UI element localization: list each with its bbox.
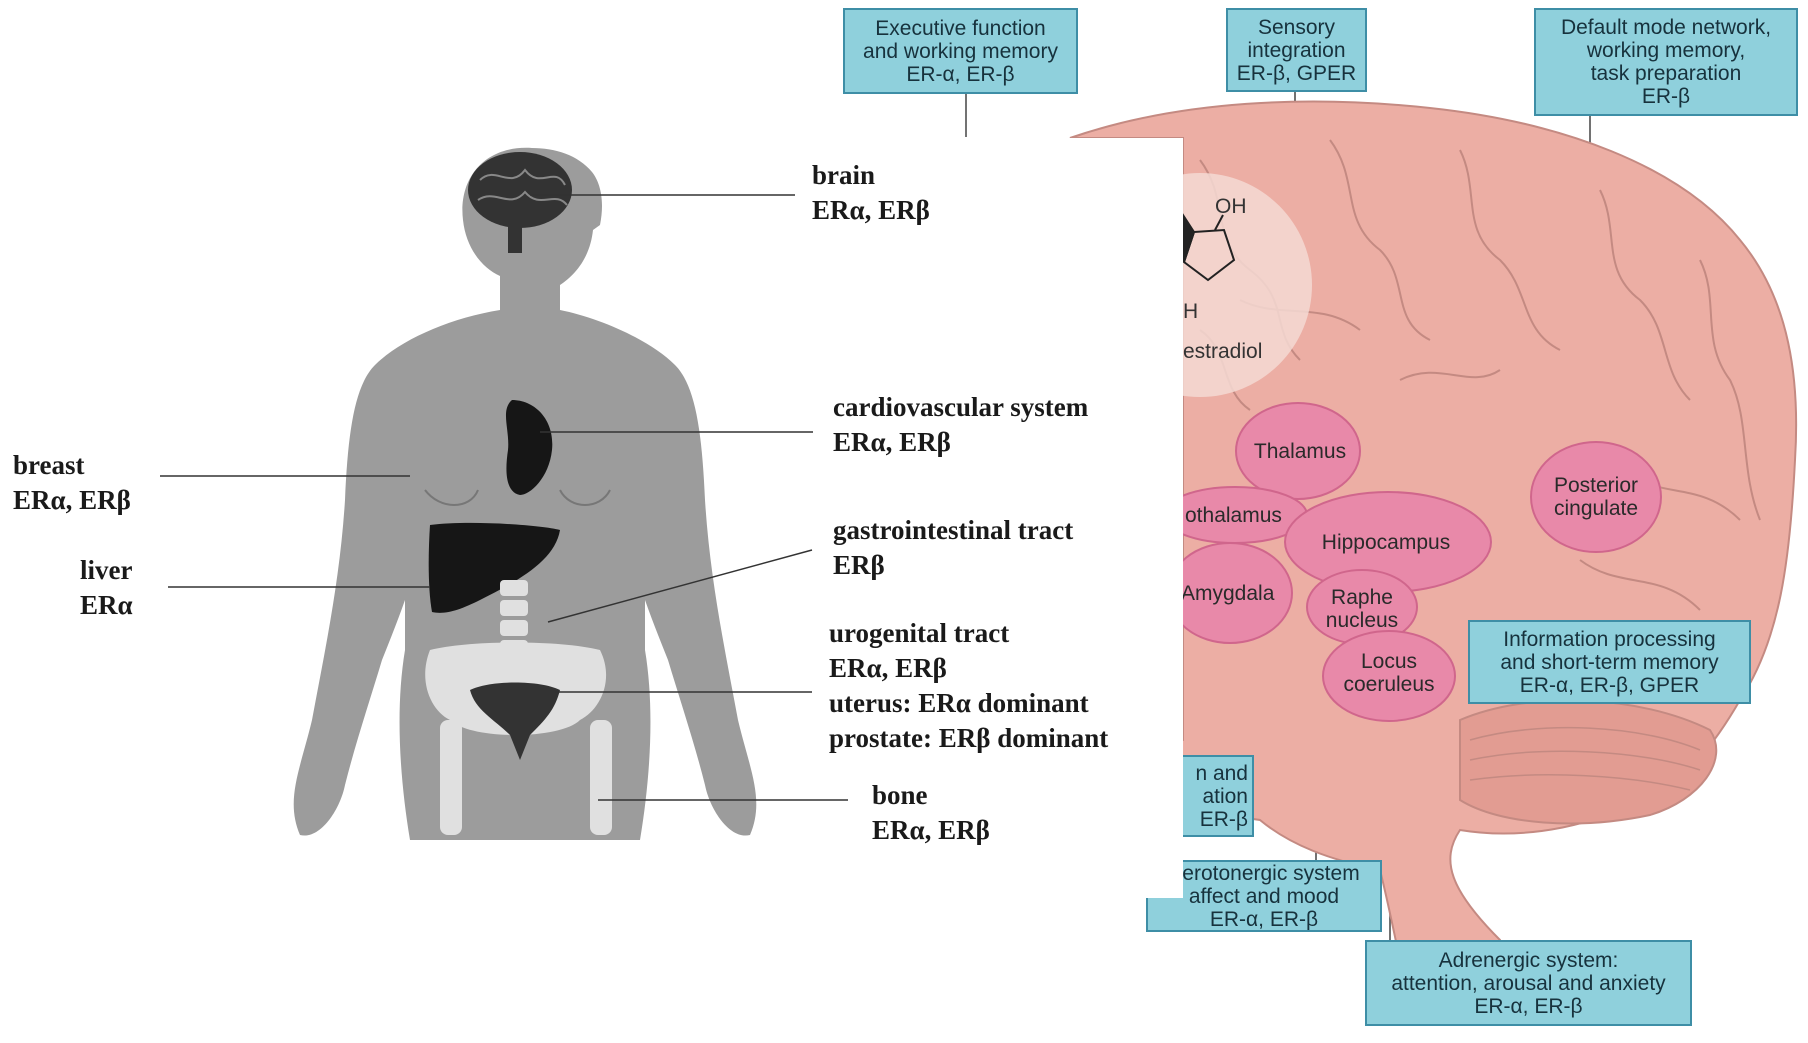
label-urogenital: urogenital tract ERα, ERβ uterus: ERα do… xyxy=(829,616,1108,756)
label-urogenital-title: urogenital tract xyxy=(829,616,1108,651)
label-brain: brain ERα, ERβ xyxy=(812,158,930,228)
label-bone: bone ERα, ERβ xyxy=(872,778,990,848)
thalamus-label: Thalamus xyxy=(1254,440,1346,463)
raphe-label-line2: nucleus xyxy=(1326,609,1398,632)
callout-sensory-line3: ER-β, GPER xyxy=(1232,62,1361,85)
callout-emotion-line2: ation xyxy=(1202,785,1248,808)
callout-executive: Executive function and working memory ER… xyxy=(843,8,1078,94)
label-gastrointestinal: gastrointestinal tract ERβ xyxy=(833,513,1073,583)
label-cardio-title: cardiovascular system xyxy=(833,390,1088,425)
callout-sensory: Sensory integration ER-β, GPER xyxy=(1226,8,1367,92)
callout-adrenergic-line1: Adrenergic system: xyxy=(1371,949,1686,972)
callout-emotion-line3: ER-β xyxy=(1200,808,1248,831)
cerebellum xyxy=(1460,700,1716,823)
label-brain-title: brain xyxy=(812,158,930,193)
amygdala-label: Amygdala xyxy=(1181,582,1275,605)
callout-sensory-line2: integration xyxy=(1232,39,1361,62)
label-gi-receptors: ERβ xyxy=(833,548,1073,583)
callout-serotonergic-line1: Serotonergic system xyxy=(1152,862,1376,885)
label-liver-receptors: ERα xyxy=(80,588,133,623)
callout-default-line3: task preparation xyxy=(1540,62,1792,85)
callout-info-line3: ER-α, ER-β, GPER xyxy=(1474,674,1745,697)
callout-adrenergic: Adrenergic system: attention, arousal an… xyxy=(1365,940,1692,1026)
callout-adrenergic-line2: attention, arousal and anxiety xyxy=(1371,972,1686,995)
posterior-label-line1: Posterior xyxy=(1554,474,1638,497)
callout-sensory-line1: Sensory xyxy=(1232,16,1361,39)
label-prostate-dominance: prostate: ERβ dominant xyxy=(829,721,1108,756)
callout-info-line1: Information processing xyxy=(1474,628,1745,651)
callout-serotonergic-line2: affect and mood xyxy=(1152,885,1376,908)
label-breast-receptors: ERα, ERβ xyxy=(13,483,131,518)
label-breast-title: breast xyxy=(13,448,131,483)
estradiol-oh-label: OH xyxy=(1215,195,1247,218)
label-bone-title: bone xyxy=(872,778,990,813)
callout-default-mode: Default mode network, working memory, ta… xyxy=(1534,8,1798,116)
label-liver-title: liver xyxy=(80,553,133,588)
label-gi-title: gastrointestinal tract xyxy=(833,513,1073,548)
callout-default-line1: Default mode network, xyxy=(1540,16,1792,39)
label-urogenital-receptors: ERα, ERβ xyxy=(829,651,1108,686)
label-uterus-dominance: uterus: ERα dominant xyxy=(829,686,1108,721)
body-receptor-figure: brain ERα, ERβ cardiovascular system ERα… xyxy=(0,138,1183,898)
callout-executive-line1: Executive function xyxy=(849,17,1072,40)
label-brain-receptors: ERα, ERβ xyxy=(812,193,930,228)
raphe-label-line1: Raphe xyxy=(1331,586,1393,609)
callout-emotion-line1: n and xyxy=(1195,762,1248,785)
callout-info-processing: Information processing and short-term me… xyxy=(1468,620,1751,704)
estradiol-h-label: H xyxy=(1183,300,1198,323)
callout-default-line2: working memory, xyxy=(1540,39,1792,62)
posterior-label-line2: cingulate xyxy=(1554,497,1638,520)
callout-default-line4: ER-β xyxy=(1540,85,1792,108)
label-breast: breast ERα, ERβ xyxy=(13,448,131,518)
locus-label-line1: Locus xyxy=(1361,650,1417,673)
label-cardiovascular: cardiovascular system ERα, ERβ xyxy=(833,390,1088,460)
label-cardio-receptors: ERα, ERβ xyxy=(833,425,1088,460)
callout-serotonergic-line3: ER-α, ER-β xyxy=(1152,908,1376,931)
label-liver: liver ERα xyxy=(80,553,133,623)
label-bone-receptors: ERα, ERβ xyxy=(872,813,990,848)
callout-info-line2: and short-term memory xyxy=(1474,651,1745,674)
callout-adrenergic-line3: ER-α, ER-β xyxy=(1371,995,1686,1018)
callout-executive-line2: and working memory xyxy=(849,40,1072,63)
estradiol-name: estradiol xyxy=(1183,340,1262,363)
hypothalamus-label: othalamus xyxy=(1185,504,1282,527)
callout-executive-line3: ER-α, ER-β xyxy=(849,63,1072,86)
locus-label-line2: coeruleus xyxy=(1343,673,1434,696)
hippocampus-label: Hippocampus xyxy=(1322,531,1450,554)
